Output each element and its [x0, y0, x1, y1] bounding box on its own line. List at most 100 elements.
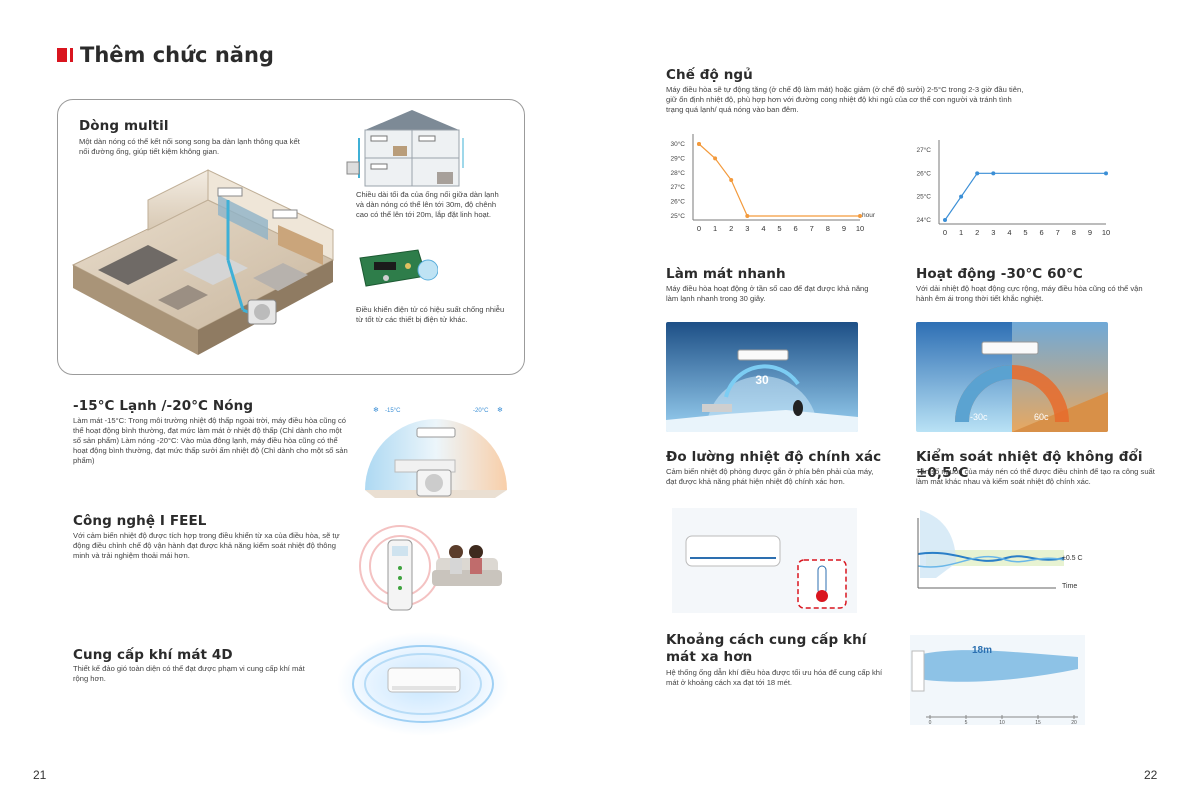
- cold-hot-desc: Làm mát -15°C: Trong môi trường nhiệt độ…: [73, 416, 348, 465]
- x-tick-label: 2: [729, 224, 733, 233]
- data-point: [697, 142, 701, 146]
- multi-title: Dòng multil: [79, 118, 169, 134]
- measure-illustration: [672, 508, 857, 613]
- ifeel-title: Công nghệ I FEEL: [73, 513, 207, 529]
- x-tick-label: 7: [810, 224, 814, 233]
- data-point: [943, 218, 947, 222]
- data-point: [959, 194, 964, 199]
- y-tick-label: 26°C: [670, 198, 685, 206]
- data-point: [729, 178, 734, 182]
- page-title: Thêm chức năng: [80, 43, 274, 67]
- distance-badge: 18m: [972, 645, 992, 656]
- x-tick-label: 8: [826, 224, 830, 233]
- x-tick-label: 0: [943, 228, 947, 237]
- data-point: [991, 171, 996, 176]
- range-cold-label: -30c: [970, 412, 988, 422]
- svg-text:❄: ❄: [497, 406, 503, 414]
- distance-tick-label: 20: [1071, 720, 1077, 725]
- title-marker-large: [57, 48, 67, 62]
- data-point: [745, 214, 750, 218]
- left-page-number: 21: [33, 768, 47, 782]
- series-line: [944, 172, 1106, 221]
- y-tick-label: 27°C: [916, 146, 931, 154]
- y-tick-label: 25°C: [916, 193, 931, 201]
- x-tick-label: 6: [1040, 228, 1044, 237]
- fastcool-badge: 30: [755, 373, 769, 387]
- right-page-number: 22: [1144, 768, 1158, 782]
- constant-title: Kiểm soát nhiệt độ không đổi ±0,5°C: [916, 449, 1143, 481]
- multi-desc: Một dàn nóng có thể kết nối song song ba…: [79, 137, 300, 156]
- x-tick-label: 3: [991, 228, 995, 237]
- x-tick-label: 5: [777, 224, 781, 233]
- data-point: [858, 214, 862, 218]
- distance-tick-label: 0: [929, 720, 932, 725]
- cold-hot-title: -15°C Lạnh /-20°C Nóng: [73, 398, 254, 414]
- data-point: [713, 156, 718, 161]
- hot-label: -20°C: [473, 408, 489, 414]
- x-tick-label: 4: [1007, 228, 1011, 237]
- y-tick-label: 29°C: [670, 154, 685, 162]
- x-tick-label: 4: [761, 224, 765, 233]
- measure-title: Đo lường nhiệt độ chính xác: [666, 449, 882, 465]
- constant-desc: Tần số nguồn của máy nén có thể được điề…: [916, 467, 1155, 486]
- distance-tick-label: 5: [965, 720, 968, 725]
- data-point: [1104, 171, 1108, 176]
- sleep-title: Chế độ ngủ: [666, 67, 753, 83]
- x-tick-label: 7: [1056, 228, 1060, 237]
- constant-time-label: Time: [1062, 583, 1077, 590]
- x-tick-label: 10: [856, 224, 864, 233]
- x-tick-label: 9: [1088, 228, 1092, 237]
- y-tick-label: 28°C: [670, 169, 685, 177]
- x-tick-label: 0: [697, 224, 701, 233]
- fastcool-desc: Máy điều hòa hoạt động ở tần số cao để đ…: [666, 284, 869, 303]
- y-tick-label: 25°C: [670, 212, 685, 220]
- x-tick-label: 6: [794, 224, 798, 233]
- apartment-illustration: [71, 169, 335, 355]
- x-tick-label: 1: [713, 224, 717, 233]
- fastcool-title: Làm mát nhanh: [666, 266, 786, 282]
- distance-tick-label: 10: [999, 720, 1005, 725]
- constant-band-label: ±0.5 C: [1062, 555, 1083, 562]
- sleep-heating-chart: 27°C 26°C 25°C 24°C 0 1 2 3 4 5 6 7 8 9 10: [916, 140, 1110, 237]
- pipe-note: Chiều dài tối đa của ống nối giữa dàn lạ…: [356, 190, 499, 219]
- series-line: [698, 143, 860, 217]
- y-tick-label: 26°C: [916, 169, 931, 177]
- measure-desc: Cảm biến nhiệt độ phòng được gắn ở phía …: [666, 467, 874, 486]
- svg-text:❄: ❄: [373, 406, 379, 414]
- title-marker-small: [70, 48, 73, 62]
- range-title: Hoạt động -30°C 60°C: [916, 266, 1083, 282]
- cold-label: -15°C: [385, 408, 401, 414]
- x-tick-label: 8: [1072, 228, 1076, 237]
- ifeel-illustration: [359, 525, 502, 611]
- distance-illustration: 18m 0 5 10 15 20: [910, 635, 1085, 725]
- distance-tick-label: 15: [1035, 720, 1041, 725]
- y-tick-label: 30°C: [670, 140, 685, 148]
- range-desc: Với dải nhiệt độ hoạt động cực rộng, máy…: [916, 284, 1143, 303]
- distance-title: Khoảng cách cung cấp khí mát xa hơn: [666, 632, 867, 665]
- x-tick-label: 9: [842, 224, 846, 233]
- range-image: -30c 60c: [916, 322, 1108, 432]
- x-tick-label: 3: [745, 224, 749, 233]
- x-tick-label: 2: [975, 228, 979, 237]
- distance-desc: Hệ thống ống dẫn khí điều hòa được tối ư…: [666, 668, 883, 687]
- y-tick-label: 27°C: [670, 183, 685, 191]
- air4d-illustration: [337, 632, 509, 736]
- ac-unit-side: [911, 650, 925, 692]
- x-tick-label: 10: [1102, 228, 1110, 237]
- x-tick-label: 5: [1023, 228, 1027, 237]
- airflow-stream: [918, 650, 1078, 682]
- range-hot-label: 60c: [1034, 412, 1049, 422]
- ifeel-desc: Với cảm biến nhiệt độ được tích hợp tron…: [73, 531, 340, 560]
- sleep-desc: Máy điều hòa sẽ tự động tăng (ở chế độ l…: [666, 85, 1024, 114]
- control-note: Điều khiển điện tử có hiệu suất chống nh…: [356, 305, 505, 324]
- data-point: [975, 171, 980, 176]
- cold-hot-dome-illustration: ❄ -15°C -20°C ❄: [365, 406, 507, 498]
- house-cross-section: [346, 110, 464, 187]
- control-board-image: [359, 249, 438, 287]
- constant-temperature-chart: ±0.5 C Time: [917, 510, 1083, 590]
- air4d-desc: Thiết kế đảo gió toàn diện có thể đạt đư…: [73, 664, 305, 683]
- x-tick-label: 1: [959, 228, 963, 237]
- fastcool-image: 30: [666, 322, 858, 432]
- y-tick-label: 24°C: [916, 216, 931, 224]
